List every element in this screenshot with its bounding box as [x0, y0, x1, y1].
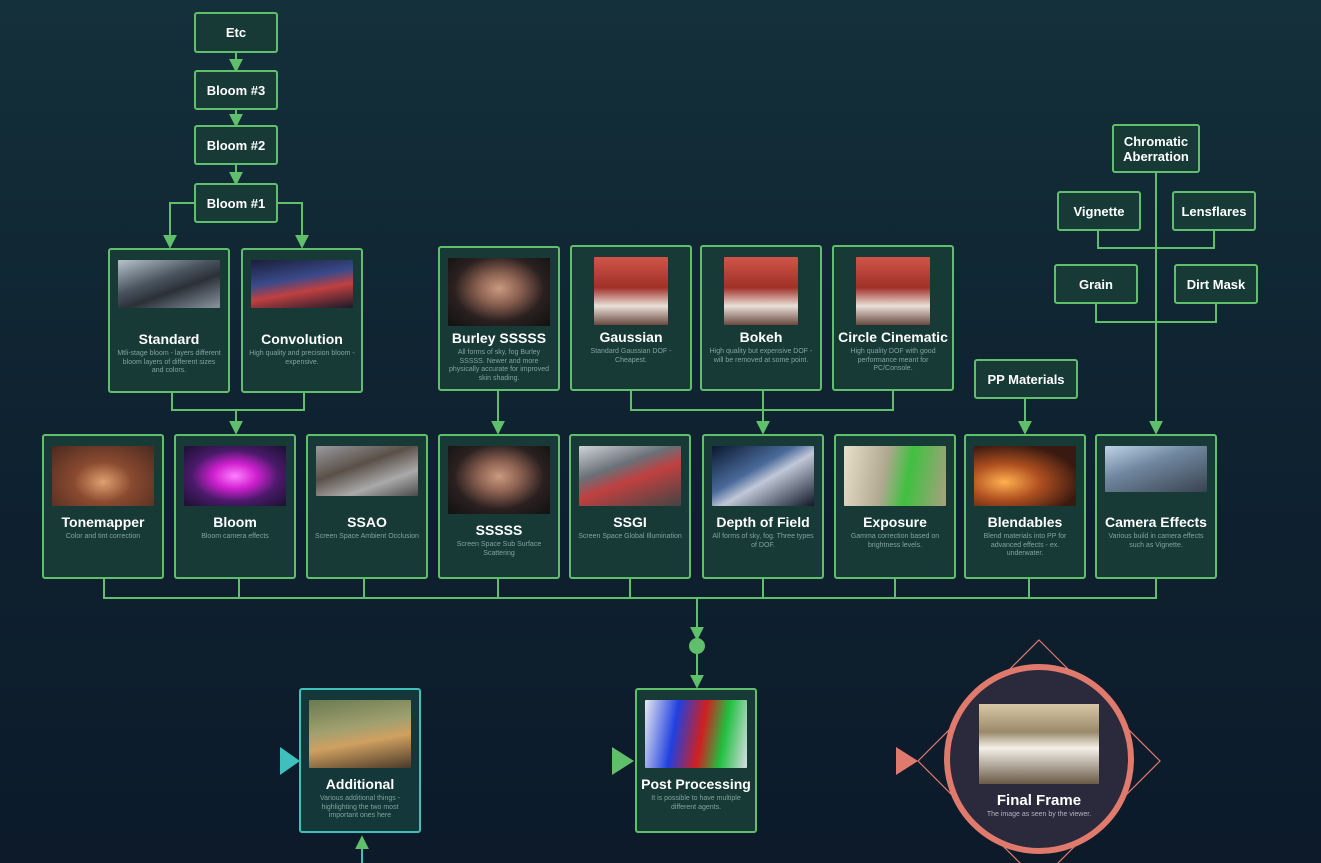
post-processing-desc: It is possible to have multiple differen…	[651, 795, 741, 811]
lensflares-label: Lensflares	[1181, 203, 1247, 219]
effect-desc: Various build in camera effects such as …	[1108, 533, 1204, 549]
final-frame-desc: The image as seen by the viewer.	[986, 811, 1092, 818]
ssgi-thumbnail	[579, 446, 681, 506]
gaussian-dof-title: Gaussian	[599, 329, 663, 345]
face-thumbnail	[448, 446, 550, 514]
standard-bloom-card[interactable]: Standard Mtli-stage bloom - layers diffe…	[108, 248, 230, 393]
effect-card-camera-effects[interactable]: Camera Effects Various build in camera e…	[1095, 434, 1217, 579]
dirt-mask-label: Dirt Mask	[1186, 276, 1246, 292]
grain-label: Grain	[1079, 276, 1113, 292]
vignette-node[interactable]: Vignette	[1057, 191, 1141, 231]
convolution-bloom-thumbnail	[251, 260, 353, 308]
gaussian-dof-card[interactable]: Gaussian Standard Gaussian DOF - Cheapes…	[570, 245, 692, 391]
ssao-thumbnail	[316, 446, 418, 496]
bokeh-dof-desc: High quality but expensive DOF - will be…	[709, 348, 813, 364]
additional-thumbnail	[309, 700, 411, 768]
effect-desc: Gamma correction based on brightness lev…	[850, 533, 940, 549]
room-thumbnail	[856, 257, 930, 325]
bokeh-dof-title: Bokeh	[739, 329, 783, 345]
exposure-thumbnail	[844, 446, 946, 506]
effect-desc: Blend materials into PP for advanced eff…	[983, 533, 1067, 557]
standard-bloom-desc: Mtli-stage bloom - layers different bloo…	[117, 350, 221, 374]
additional-card[interactable]: Additional Various additional things - h…	[299, 688, 421, 833]
chromatic-aberration-label: Chromatic Aberration	[1123, 133, 1189, 164]
standard-bloom-title: Standard	[138, 331, 200, 347]
effect-title: Blendables	[987, 514, 1063, 530]
final-frame-node[interactable]: Final Frame The image as seen by the vie…	[944, 664, 1134, 854]
pp-materials-label: PP Materials	[987, 371, 1065, 387]
effect-title: Depth of Field	[716, 514, 810, 530]
tonemapper-thumbnail	[52, 446, 154, 506]
final-frame-title: Final Frame	[996, 792, 1082, 809]
lensflares-node[interactable]: Lensflares	[1172, 191, 1256, 231]
bokeh-dof-card[interactable]: Bokeh High quality but expensive DOF - w…	[700, 245, 822, 391]
effect-title: Camera Effects	[1105, 514, 1207, 530]
room-thumbnail	[594, 257, 668, 325]
effect-card-bloom[interactable]: Bloom Bloom camera effects	[174, 434, 296, 579]
final-frame-thumbnail	[979, 704, 1099, 784]
post-processing-title: Post Processing	[641, 776, 751, 792]
bloom-3-label: Bloom #3	[206, 82, 266, 98]
circle-cinematic-dof-title: Circle Cinematic	[838, 329, 948, 345]
effect-desc: Screen Space Sub Surface Scattering	[456, 541, 542, 557]
convolution-bloom-title: Convolution	[261, 331, 343, 347]
effect-title: Bloom	[213, 514, 257, 530]
burley-sssss-desc: All forms of sky, fog Burley SSSSS. Newe…	[449, 349, 549, 382]
effect-desc: Color and tint correction	[65, 533, 141, 540]
convolution-bloom-desc: High quality and precision bloom - expen…	[249, 350, 355, 366]
bloom-2-label: Bloom #2	[206, 137, 266, 153]
effect-card-ssgi[interactable]: SSGI Screen Space Global Illumination	[569, 434, 691, 579]
etc-node[interactable]: Etc	[194, 12, 278, 53]
effect-title: SSSSS	[475, 522, 523, 538]
grain-node[interactable]: Grain	[1054, 264, 1138, 304]
merge-junction-dot	[689, 638, 705, 654]
bloom-3-node[interactable]: Bloom #3	[194, 70, 278, 110]
camera-effects-thumbnail	[1105, 446, 1207, 492]
dirt-mask-node[interactable]: Dirt Mask	[1174, 264, 1258, 304]
effect-desc: All forms of sky, fog. Three types of DO…	[712, 533, 814, 549]
standard-bloom-thumbnail	[118, 260, 220, 308]
circle-cinematic-dof-card[interactable]: Circle Cinematic High quality DOF with g…	[832, 245, 954, 391]
effect-card-blendables[interactable]: Blendables Blend materials into PP for a…	[964, 434, 1086, 579]
effect-card-exposure[interactable]: Exposure Gamma correction based on brigh…	[834, 434, 956, 579]
additional-title: Additional	[325, 776, 395, 792]
post-processing-card[interactable]: Post Processing It is possible to have m…	[635, 688, 757, 833]
effect-title: Exposure	[863, 514, 927, 530]
effect-desc: Bloom camera effects	[201, 533, 269, 540]
effect-desc: Screen Space Global Illumination	[578, 533, 682, 540]
dof-thumbnail	[712, 446, 814, 506]
effect-title: SSGI	[613, 514, 647, 530]
post-processing-thumbnail	[645, 700, 747, 768]
vignette-label: Vignette	[1073, 203, 1125, 219]
blendables-thumbnail	[974, 446, 1076, 506]
effect-card-tonemapper[interactable]: Tonemapper Color and tint correction	[42, 434, 164, 579]
bloom-thumbnail	[184, 446, 286, 506]
bloom-2-node[interactable]: Bloom #2	[194, 125, 278, 165]
effect-desc: Screen Space Ambient Occlusion	[315, 533, 419, 540]
effect-card-ssao[interactable]: SSAO Screen Space Ambient Occlusion	[306, 434, 428, 579]
pp-materials-node[interactable]: PP Materials	[974, 359, 1078, 399]
effect-card-sssss[interactable]: SSSSS Screen Space Sub Surface Scatterin…	[438, 434, 560, 579]
gaussian-dof-desc: Standard Gaussian DOF - Cheapest.	[590, 348, 672, 364]
burley-sssss-card[interactable]: Burley SSSSS All forms of sky, fog Burle…	[438, 246, 560, 391]
effect-card-depth-of-field[interactable]: Depth of Field All forms of sky, fog. Th…	[702, 434, 824, 579]
convolution-bloom-card[interactable]: Convolution High quality and precision b…	[241, 248, 363, 393]
etc-label: Etc	[225, 25, 247, 40]
effect-title: Tonemapper	[61, 514, 145, 530]
additional-desc: Various additional things - highlighting…	[319, 795, 401, 819]
bloom-1-node[interactable]: Bloom #1	[194, 183, 278, 223]
chromatic-aberration-node[interactable]: Chromatic Aberration	[1112, 124, 1200, 173]
bloom-1-label: Bloom #1	[206, 195, 266, 211]
burley-sssss-title: Burley SSSSS	[451, 330, 547, 346]
effect-title: SSAO	[347, 514, 387, 530]
room-thumbnail	[724, 257, 798, 325]
face-thumbnail	[448, 258, 550, 326]
circle-cinematic-dof-desc: High quality DOF with good performance m…	[850, 348, 936, 372]
